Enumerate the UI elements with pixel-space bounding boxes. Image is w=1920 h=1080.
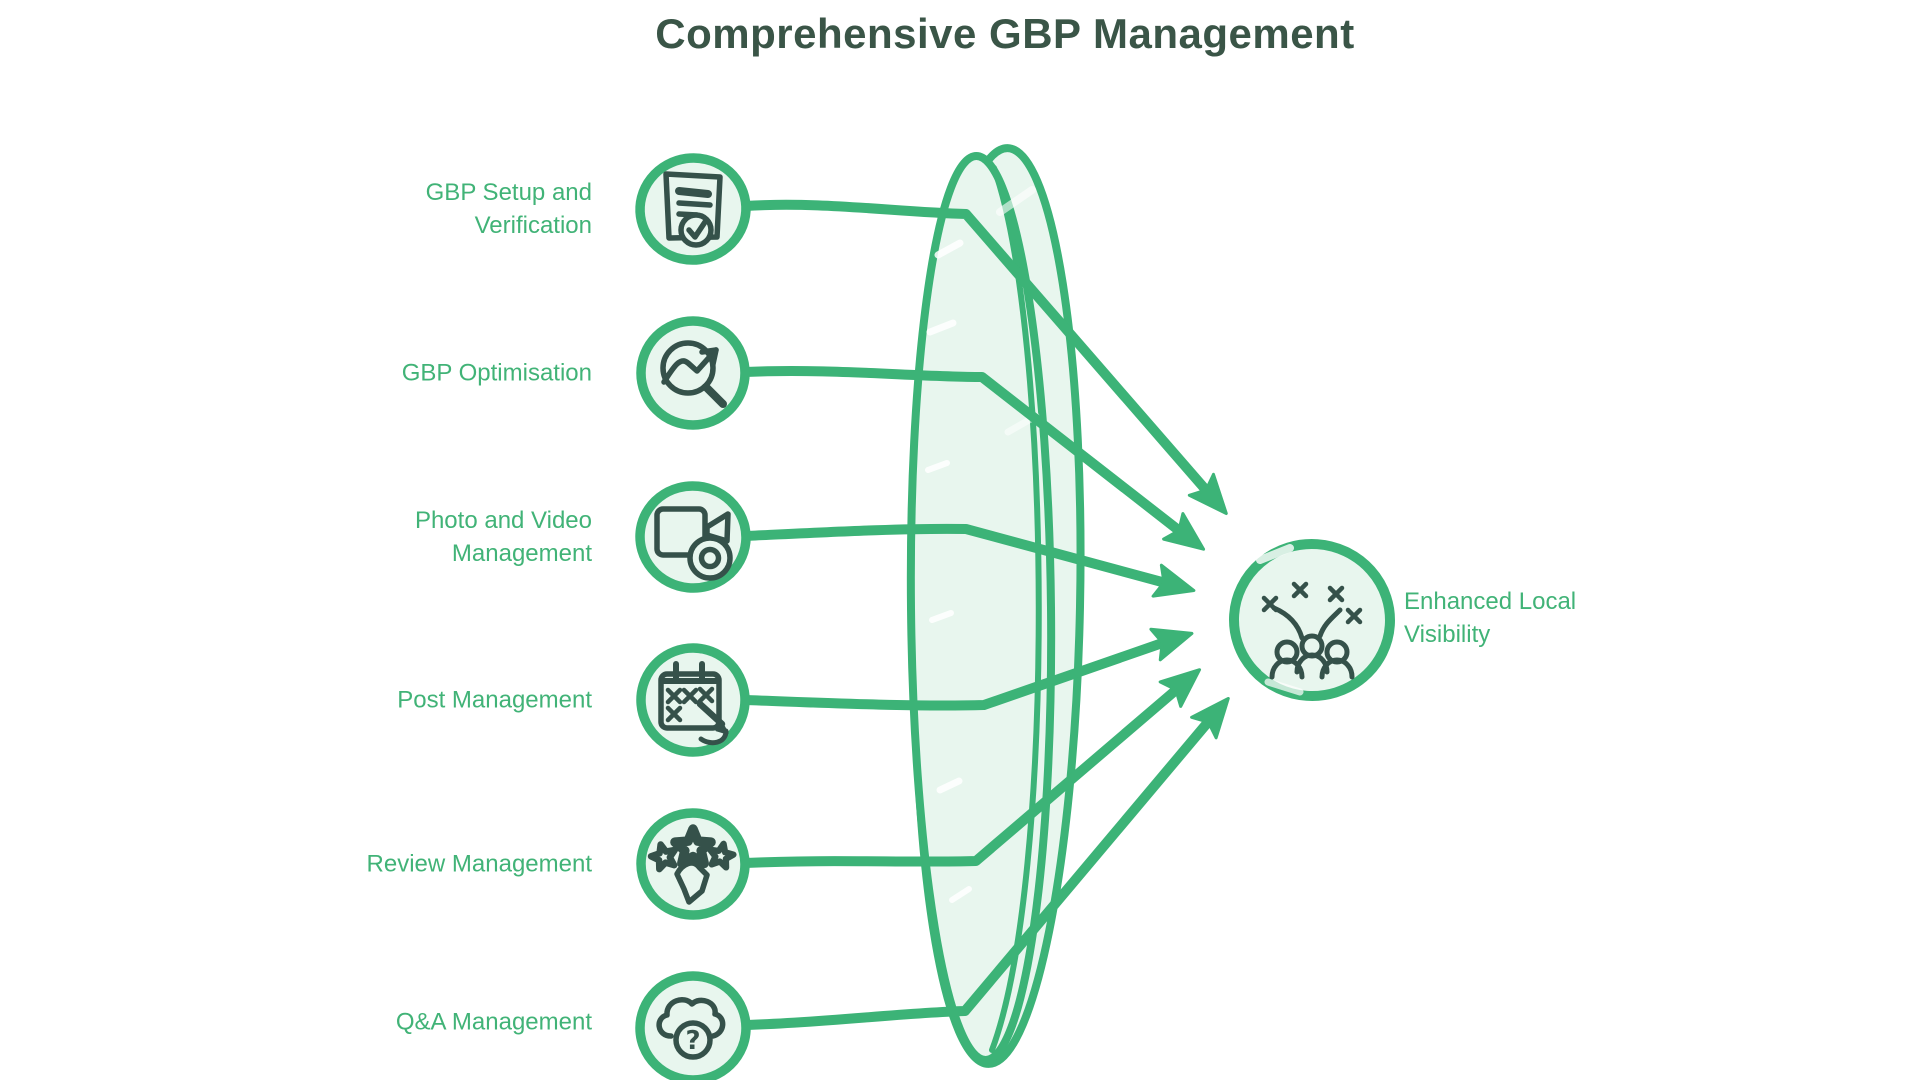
question-mark-glyph: ?	[685, 1026, 700, 1056]
calendar-pen-icon	[658, 661, 729, 746]
arrowheads	[1149, 472, 1230, 740]
arrowhead-icon	[1187, 472, 1228, 516]
ray-gbp-setup	[740, 199, 1217, 502]
ray-post	[740, 635, 1176, 711]
cloud-question-icon: ?	[656, 997, 726, 1060]
people-celebration-icon	[1261, 581, 1363, 680]
label-qa-management: Q&A Management	[395, 1008, 592, 1036]
lens-shape	[906, 144, 1085, 1068]
search-trend-icon	[660, 340, 727, 408]
ray-qa	[740, 710, 1219, 1030]
arrowhead-icon	[1190, 696, 1230, 740]
sparkle-icon	[1261, 581, 1363, 625]
ray-photo-video	[740, 523, 1178, 590]
label-gbp-optimisation: GBP Optimisation	[401, 359, 592, 387]
arrowhead-icon	[1151, 563, 1196, 598]
arrowhead-icon	[1158, 668, 1202, 708]
video-camera-icon	[654, 506, 733, 581]
arrowhead-icon	[1162, 512, 1206, 551]
ray-review	[740, 679, 1188, 868]
document-check-icon	[663, 171, 723, 248]
ray-gbp-optimisation	[740, 365, 1191, 541]
converging-rays	[740, 199, 1219, 1030]
input-node-circles	[635, 153, 751, 1080]
label-post-management: Post Management	[397, 686, 592, 714]
page-title: Comprehensive GBP Management	[655, 10, 1355, 57]
label-photo-video-management: Photo and Video Management	[414, 507, 592, 567]
stars-thumbs-up-icon	[649, 829, 736, 905]
output-node-circle	[1229, 538, 1395, 702]
label-gbp-setup-verification: GBP Setup and Verification	[425, 179, 592, 239]
arrowhead-icon	[1149, 627, 1194, 662]
label-enhanced-local-visibility: Enhanced Local Visibility	[1404, 588, 1577, 648]
label-review-management: Review Management	[366, 850, 592, 878]
